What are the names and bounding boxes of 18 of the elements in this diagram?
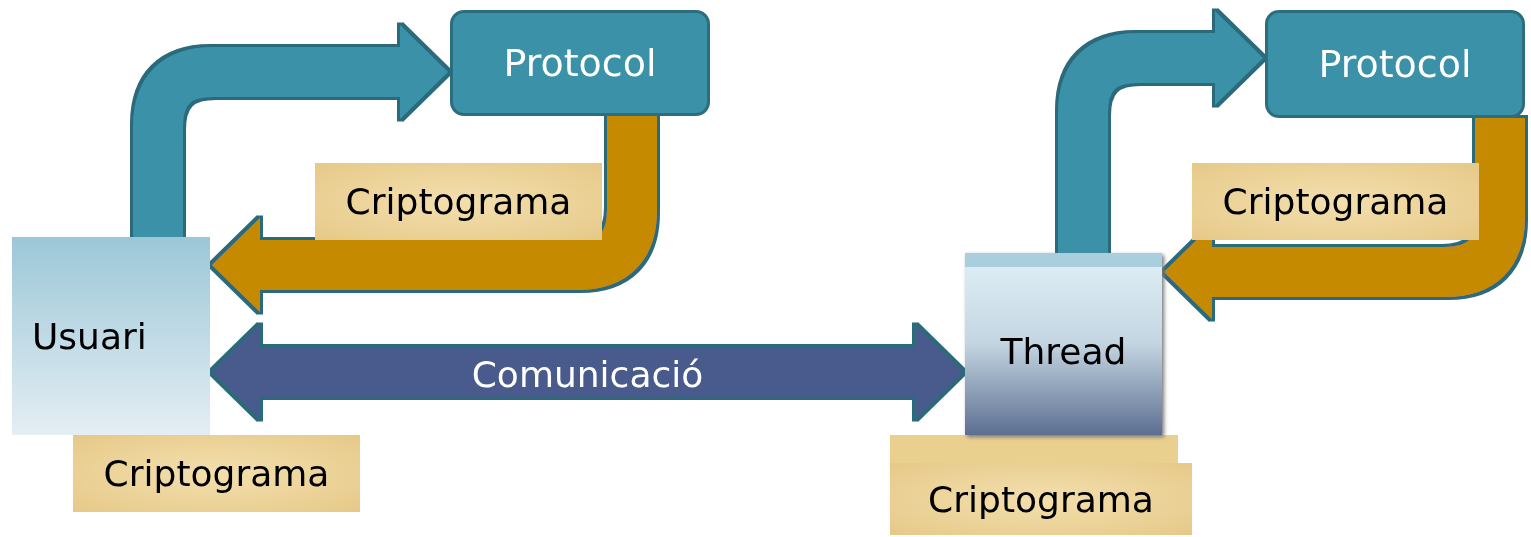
process-box: [450, 10, 710, 116]
block-arrow: [212, 325, 963, 419]
parchment-label: [73, 435, 360, 512]
parchment-label: [890, 463, 1192, 535]
label-text: Criptograma: [1222, 181, 1449, 222]
box-label: Protocol: [1318, 42, 1472, 86]
label-text: Criptograma: [103, 453, 330, 494]
label-text: Criptograma: [345, 181, 572, 222]
box-label: Protocol: [503, 41, 657, 85]
user-box: [12, 237, 210, 435]
thread-box: [965, 253, 1162, 435]
label-text: Criptograma: [928, 478, 1154, 520]
parchment-label: [1192, 163, 1479, 240]
parchment-label: [315, 163, 602, 240]
box-label: Usuari: [32, 315, 147, 357]
process-box: [1265, 10, 1525, 118]
box-label: Thread: [1000, 330, 1127, 372]
edge-label: Comunicació: [471, 353, 704, 395]
